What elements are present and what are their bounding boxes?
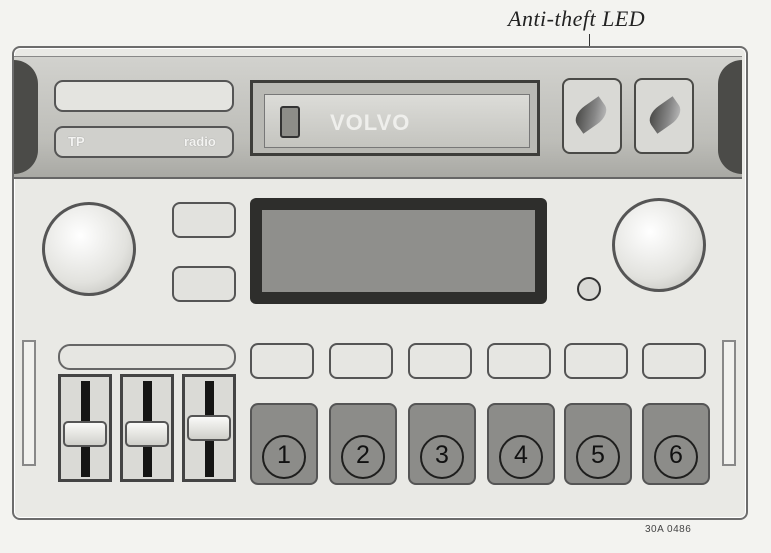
preset-ring <box>262 435 306 479</box>
slider-bass[interactable] <box>58 374 112 482</box>
radio-label: radio <box>184 134 216 149</box>
seek-forward-button[interactable] <box>634 78 694 154</box>
slider-handle[interactable] <box>125 421 169 447</box>
preset-ring <box>576 435 620 479</box>
function-button-4[interactable] <box>487 343 551 379</box>
slider-handle[interactable] <box>63 421 107 447</box>
band-end-left <box>14 60 38 174</box>
lower-side-button[interactable] <box>172 266 236 302</box>
seek-back-button[interactable] <box>562 78 622 154</box>
preset-ring <box>341 435 385 479</box>
display-screen <box>262 210 535 292</box>
preset-button-1[interactable]: 1 <box>250 403 318 485</box>
band-end-right <box>718 60 742 174</box>
slider-balance[interactable] <box>182 374 236 482</box>
function-button-1[interactable] <box>250 343 314 379</box>
anti-theft-led-callout: Anti-theft LED <box>508 6 646 31</box>
preset-number: 3 <box>435 441 449 469</box>
upper-side-button[interactable] <box>172 202 236 238</box>
preset-number: 5 <box>591 441 605 469</box>
function-button-6[interactable] <box>642 343 706 379</box>
left-side-strip <box>22 340 36 466</box>
right-side-strip <box>722 340 736 466</box>
eject-button[interactable] <box>280 106 300 138</box>
preset-ring <box>654 435 698 479</box>
slider-handle[interactable] <box>187 415 231 441</box>
preset-number: 2 <box>356 441 370 469</box>
tuning-knob[interactable] <box>612 198 706 292</box>
preset-ring <box>499 435 543 479</box>
preset-ring <box>420 435 464 479</box>
upper-left-button[interactable] <box>54 80 234 112</box>
brand-logo: VOLVO <box>330 110 411 135</box>
preset-button-2[interactable]: 2 <box>329 403 397 485</box>
tp-label: TP <box>68 134 85 149</box>
slider-treble[interactable] <box>120 374 174 482</box>
preset-button-5[interactable]: 5 <box>564 403 632 485</box>
preset-number: 4 <box>514 441 528 469</box>
seek-back-icon <box>570 96 612 134</box>
seek-forward-icon <box>644 96 686 134</box>
preset-button-4[interactable]: 4 <box>487 403 555 485</box>
function-button-3[interactable] <box>408 343 472 379</box>
preset-button-3[interactable]: 3 <box>408 403 476 485</box>
figure-code: 30A 0486 <box>645 524 692 535</box>
cassette-door <box>264 94 530 148</box>
preset-button-6[interactable]: 6 <box>642 403 710 485</box>
volume-knob[interactable] <box>42 202 136 296</box>
function-button-2[interactable] <box>329 343 393 379</box>
anti-theft-led <box>577 277 601 301</box>
function-button-5[interactable] <box>564 343 628 379</box>
slider-header-button[interactable] <box>58 344 236 370</box>
preset-number: 1 <box>277 441 291 469</box>
preset-number: 6 <box>669 441 683 469</box>
tp-radio-button[interactable] <box>54 126 234 158</box>
